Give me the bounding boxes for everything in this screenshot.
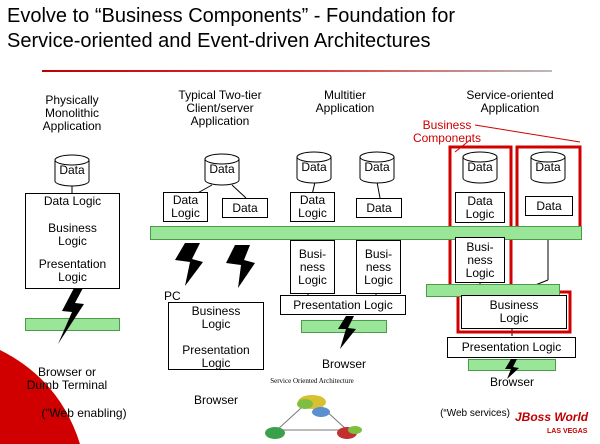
soa-thumbnail-image: Service Oriented Architecture — [247, 370, 377, 444]
presentation-logic-label: Presentation Logic — [38, 257, 107, 284]
business-logic-label: Business Logic — [191, 304, 241, 331]
data-box: Data — [356, 198, 402, 218]
browser-label: Browser — [321, 357, 366, 371]
data-box: Data — [525, 196, 573, 216]
pc-label: PC — [164, 289, 181, 303]
data-logic-box: Data Logic — [290, 192, 335, 222]
data-label: Data — [364, 160, 390, 174]
database-cylinder-icon — [530, 151, 566, 184]
logo-location: LAS VEGAS — [547, 428, 588, 435]
business-logic-box: Busi- ness Logic — [455, 237, 505, 283]
database-cylinder-icon — [359, 151, 395, 184]
data-logic-box: Data Logic — [455, 192, 505, 223]
lightning-bolt-icon — [505, 359, 519, 379]
business-components-callout: Business Components — [412, 118, 482, 145]
thumbnail-graphic — [265, 395, 362, 439]
thumbnail-title: Service Oriented Architecture — [270, 377, 354, 385]
data-label: Data — [209, 162, 235, 176]
database-cylinder-icon — [462, 151, 498, 184]
web-services-label: (“Web services) — [440, 408, 510, 419]
title-rule — [42, 70, 552, 72]
monolithic-app-box — [25, 193, 120, 289]
column-title-monolithic: Physically Monolithic Application — [42, 93, 102, 133]
web-enabling-label: (“Web enabling) — [41, 406, 127, 420]
browser-label: Browser — [489, 375, 534, 389]
business-logic-box: Busi- ness Logic — [290, 240, 335, 294]
data-logic-box: Data Logic — [163, 192, 208, 222]
data-box: Data — [222, 198, 268, 218]
business-logic-box: Business Logic — [461, 295, 567, 329]
browser-or-dumb-terminal-label: Browser or Dumb Terminal — [26, 365, 108, 392]
column-title-service-oriented: Service-oriented Application — [466, 88, 554, 115]
pc-client-box — [168, 302, 264, 370]
data-label: Data — [467, 160, 493, 174]
lightning-bolt-icon — [175, 243, 203, 286]
database-cylinder-icon — [296, 151, 332, 184]
business-logic-box: Busi- ness Logic — [356, 240, 401, 294]
data-logic-label: Data Logic — [43, 194, 102, 208]
presentation-logic-label: Presentation Logic — [182, 343, 250, 370]
data-label: Data — [301, 160, 327, 174]
business-logic-label: Business Logic — [48, 221, 97, 248]
network-bar-main — [150, 226, 582, 240]
data-label: Data — [59, 163, 85, 177]
lightning-bolt-icon — [226, 245, 255, 288]
data-label: Data — [535, 160, 561, 174]
presentation-logic-box: Presentation Logic — [447, 337, 576, 358]
database-cylinder-icon — [54, 154, 90, 187]
column-title-multitier: Multitier Application — [315, 88, 375, 115]
lightning-bolt-icon — [338, 316, 356, 349]
logo-brand: JBoss World — [515, 410, 589, 424]
database-cylinder-icon — [204, 153, 240, 186]
lightning-bolt-icon — [58, 288, 84, 344]
column-title-two-tier: Typical Two-tier Client/server Applicati… — [178, 88, 262, 128]
jboss-world-logo: JBoss World LAS VEGAS — [515, 410, 595, 440]
presentation-logic-box: Presentation Logic — [280, 295, 406, 315]
browser-label: Browser — [193, 393, 238, 407]
slide-title: Evolve to “Business Components” - Founda… — [7, 5, 455, 52]
